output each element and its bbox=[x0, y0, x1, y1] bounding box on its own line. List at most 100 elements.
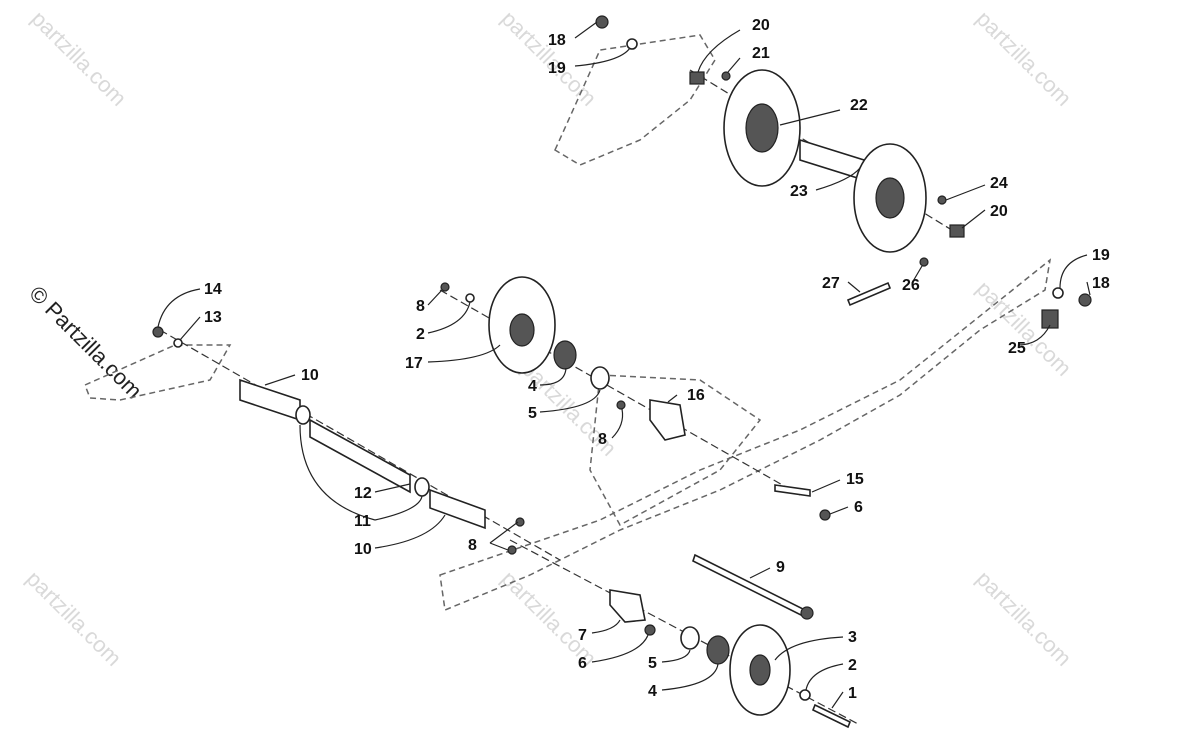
callout-6-right: 6 bbox=[854, 499, 863, 516]
nut-8-lower-b bbox=[507, 545, 517, 555]
callout-20-bottom: 20 bbox=[990, 203, 1008, 220]
upper-wheel-assembly bbox=[595, 15, 965, 253]
ring-11-lower bbox=[414, 477, 430, 497]
watermark-bottom-left: partzilla.com bbox=[21, 566, 126, 671]
callout-9: 9 bbox=[776, 559, 785, 576]
leader-lines bbox=[157, 21, 1091, 709]
leader-3 bbox=[774, 636, 844, 661]
callout-14: 14 bbox=[204, 281, 222, 298]
leader-16 bbox=[667, 394, 678, 403]
spacer-tubes bbox=[152, 326, 486, 530]
nut-8-lower-a bbox=[515, 517, 525, 527]
callout-18-top: 18 bbox=[548, 32, 566, 49]
leader-27 bbox=[847, 281, 861, 293]
callout-1: 1 bbox=[848, 685, 857, 702]
bearing-4-middle bbox=[553, 340, 577, 370]
callout-8-middle: 8 bbox=[416, 298, 425, 315]
leader-22 bbox=[779, 109, 841, 126]
middle-wheel-assembly bbox=[440, 276, 686, 441]
watermark-bottom-right: partzilla.com bbox=[971, 566, 1076, 671]
bolt-18-right bbox=[1078, 293, 1092, 307]
leader-6a bbox=[829, 506, 849, 515]
leader-23 bbox=[815, 167, 861, 191]
bracket-7 bbox=[609, 589, 646, 623]
long-bolt-9-head bbox=[800, 606, 814, 620]
callout-22: 22 bbox=[850, 97, 868, 114]
snap-ring-5-lower bbox=[680, 626, 700, 650]
right-hardware bbox=[846, 257, 1092, 329]
nut-8-bracket bbox=[616, 400, 626, 410]
callout-24: 24 bbox=[990, 175, 1008, 192]
washer-2-middle bbox=[465, 293, 475, 303]
rails bbox=[84, 34, 1052, 612]
watermark-top-center: partzilla.com bbox=[496, 6, 601, 111]
leader-17 bbox=[427, 344, 501, 363]
bolt-18-top bbox=[595, 15, 609, 29]
leader-9 bbox=[749, 567, 771, 579]
leader-8b bbox=[611, 408, 624, 439]
leader-12 bbox=[374, 483, 411, 493]
leader-20b bbox=[961, 209, 986, 229]
washer-19-top bbox=[626, 38, 638, 50]
leader-5a bbox=[539, 389, 601, 413]
callout-10-lower: 10 bbox=[354, 541, 372, 558]
bolt-27 bbox=[846, 281, 892, 307]
tube-10-upper bbox=[239, 378, 301, 422]
callout-17: 17 bbox=[405, 355, 423, 372]
callout-19-right: 19 bbox=[1092, 247, 1110, 264]
tube-10-lower bbox=[429, 488, 486, 530]
callout-12: 12 bbox=[354, 485, 372, 502]
leader-21 bbox=[727, 57, 741, 73]
nut-8-middle bbox=[440, 282, 450, 292]
leader-4b bbox=[661, 663, 719, 691]
leader-25 bbox=[1017, 324, 1051, 346]
bearing-4-lower bbox=[706, 635, 730, 665]
callout-26: 26 bbox=[902, 277, 920, 294]
leader-19a bbox=[574, 47, 631, 67]
wheel-3-hub bbox=[749, 654, 771, 686]
left-axle bbox=[159, 329, 561, 561]
leader-26 bbox=[911, 265, 923, 284]
block-25 bbox=[1041, 309, 1059, 329]
callout-15: 15 bbox=[846, 471, 864, 488]
leader-19b bbox=[1059, 254, 1088, 289]
bracket-16 bbox=[649, 399, 686, 441]
callout-23: 23 bbox=[790, 183, 808, 200]
leader-4a bbox=[539, 367, 567, 386]
callout-21: 21 bbox=[752, 45, 770, 62]
leader-8a bbox=[427, 289, 443, 306]
left-rail bbox=[84, 344, 232, 401]
watermark-top-right: partzilla.com bbox=[971, 6, 1076, 111]
leader-6b bbox=[591, 634, 649, 663]
lower-assembly bbox=[507, 484, 852, 729]
callout-11: 11 bbox=[354, 513, 371, 530]
callout-10-upper: 10 bbox=[301, 367, 319, 384]
upper-wheel-right-hub bbox=[875, 177, 905, 219]
bolt-6-right bbox=[819, 509, 831, 521]
washer-19-right bbox=[1052, 287, 1064, 299]
callout-2-middle: 2 bbox=[416, 326, 425, 343]
ring-11-upper bbox=[295, 405, 311, 425]
nut-21 bbox=[721, 71, 731, 81]
leader-10a bbox=[264, 374, 296, 386]
wheel-17-hub bbox=[509, 313, 535, 347]
long-bolt-9 bbox=[692, 553, 806, 618]
callout-8-lower: 8 bbox=[468, 537, 477, 554]
bolt-6-lower bbox=[644, 624, 656, 636]
callout-labels: 18 19 20 21 22 23 24 20 19 18 27 26 25 1… bbox=[204, 17, 1110, 702]
clip-20-top bbox=[689, 71, 705, 85]
nut-26 bbox=[919, 257, 929, 267]
bolt-15 bbox=[774, 484, 811, 497]
leader-2a bbox=[427, 301, 471, 334]
callout-20-top: 20 bbox=[752, 17, 770, 34]
leader-7 bbox=[591, 619, 621, 634]
callout-16: 16 bbox=[687, 387, 705, 404]
leader-13 bbox=[179, 316, 201, 341]
leader-20a bbox=[697, 29, 741, 73]
callout-18-right: 18 bbox=[1092, 275, 1110, 292]
watermark-top-left: partzilla.com bbox=[26, 6, 131, 111]
leader-18b bbox=[1086, 281, 1091, 296]
leader-14 bbox=[157, 288, 201, 328]
leader-10b bbox=[374, 514, 446, 549]
